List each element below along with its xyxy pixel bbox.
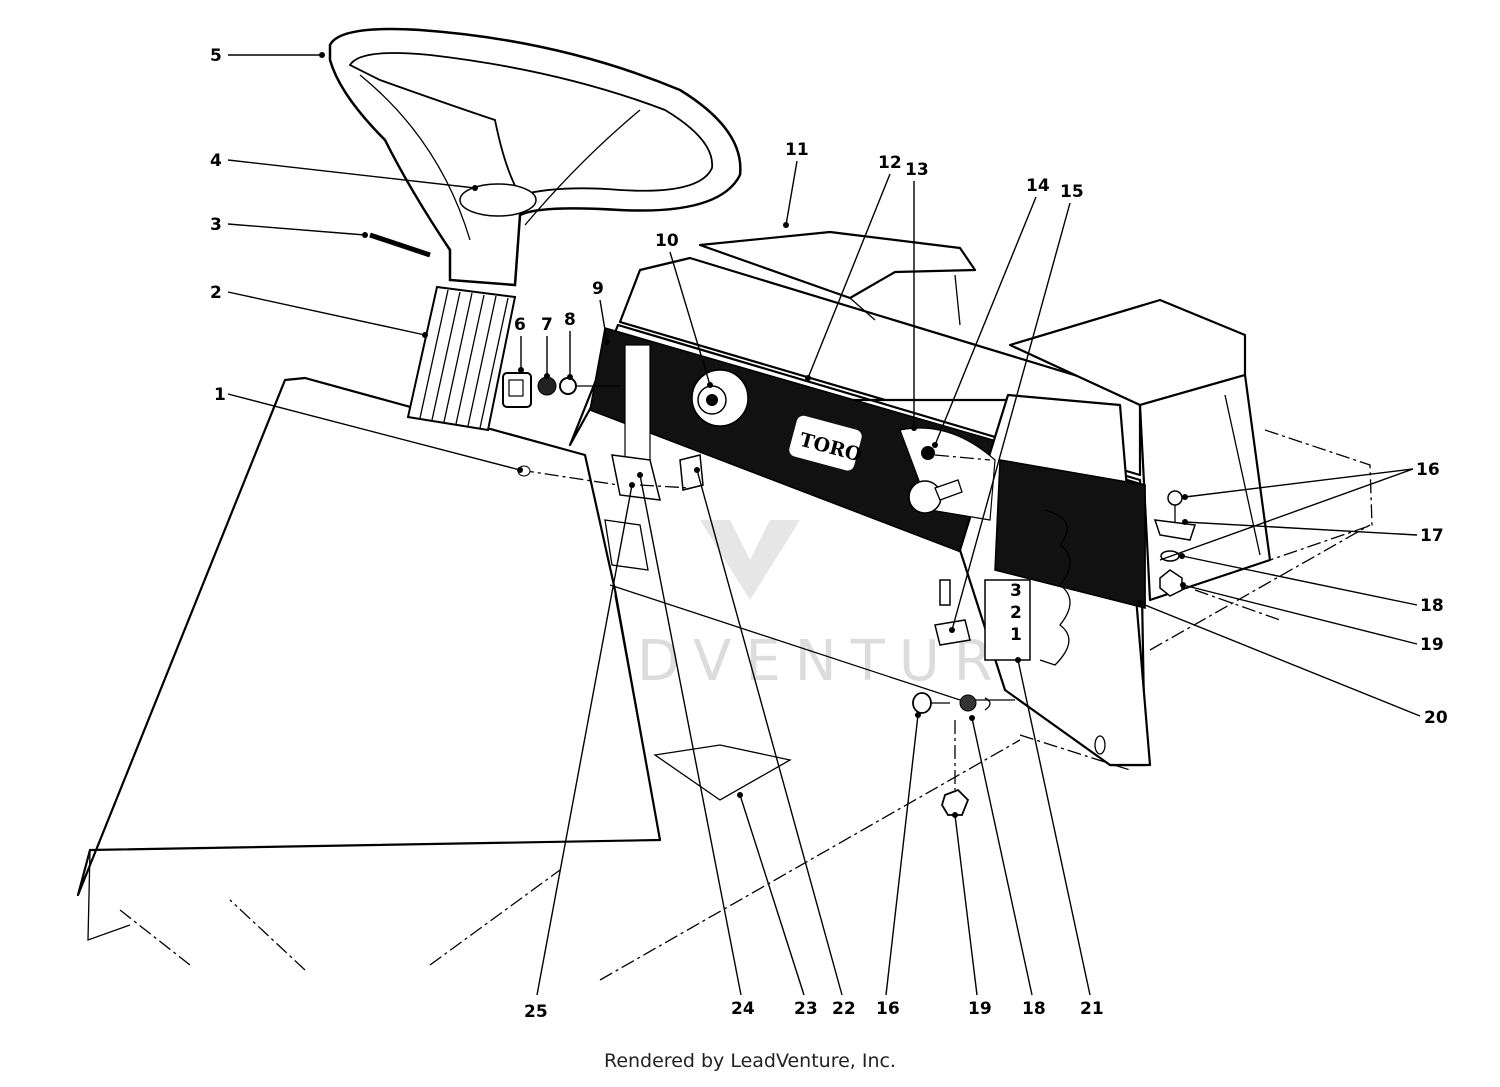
- callout-19-right: 19: [1420, 635, 1444, 655]
- callout-16-bottom: 16: [876, 999, 900, 1019]
- callout-23: 23: [794, 999, 818, 1019]
- callout-7: 7: [541, 315, 553, 335]
- callout-17: 17: [1420, 526, 1444, 546]
- gear-number-2: 2: [1010, 603, 1022, 623]
- gear-number-1: 1: [1010, 625, 1022, 645]
- callout-3: 3: [210, 215, 222, 235]
- ignition-switch: [691, 369, 749, 427]
- callout-19-bottom: 19: [968, 999, 992, 1019]
- callout-18-bottom: 18: [1022, 999, 1046, 1019]
- gear-number-3: 3: [1010, 581, 1022, 601]
- callout-18-right: 18: [1420, 596, 1444, 616]
- steering-wheel: [328, 27, 742, 287]
- right-console-box: [1008, 298, 1373, 651]
- callout-20: 20: [1424, 708, 1448, 728]
- callout-1: 1: [214, 385, 226, 405]
- callout-14: 14: [1026, 176, 1050, 196]
- toro-decal: TORO: [789, 415, 864, 471]
- callout-12: 12: [878, 153, 902, 173]
- front-body-panel: [76, 376, 662, 971]
- throttle-knob: [908, 446, 991, 514]
- callout-16-right: 16: [1416, 460, 1440, 480]
- callout-6: 6: [514, 315, 526, 335]
- callout-21: 21: [1080, 999, 1104, 1019]
- callout-5: 5: [210, 46, 222, 66]
- callout-24: 24: [731, 999, 755, 1019]
- steering-boot: [406, 285, 517, 432]
- callout-13: 13: [905, 160, 929, 180]
- callout-25: 25: [524, 1002, 548, 1022]
- callout-11: 11: [785, 140, 809, 160]
- hardware-parts: [502, 372, 1281, 816]
- callout-15: 15: [1060, 182, 1084, 202]
- footer-credit: Rendered by LeadVenture, Inc.: [603, 1050, 897, 1072]
- floor-tray: [599, 584, 1131, 981]
- callout-8: 8: [564, 310, 576, 330]
- callout-labels: 5 4 3 2 1 6 7 8 9 10 11 12 13 14 15 16: [210, 46, 1448, 1022]
- callout-22: 22: [832, 999, 856, 1019]
- callout-9: 9: [592, 279, 604, 299]
- callout-10: 10: [655, 231, 679, 251]
- callout-4: 4: [210, 151, 222, 171]
- callout-2: 2: [210, 283, 222, 303]
